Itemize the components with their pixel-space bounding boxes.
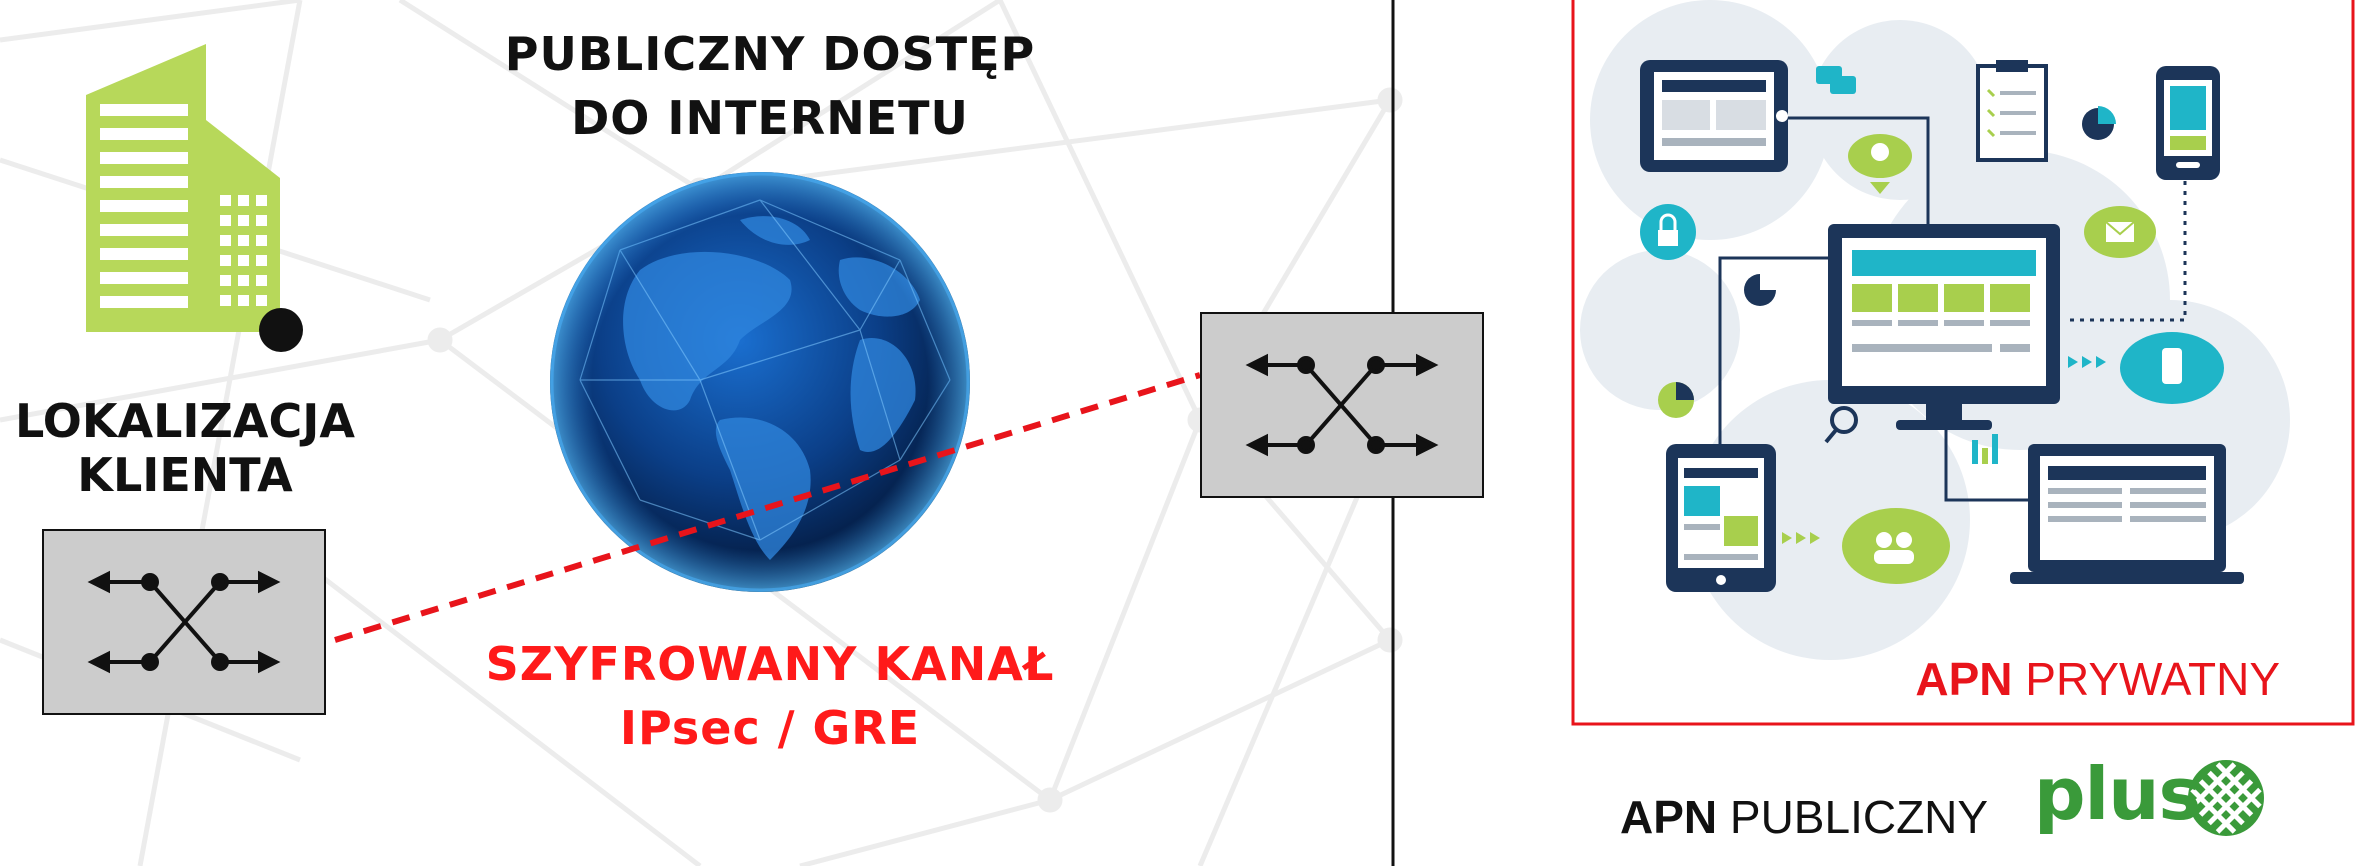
- bar-chart-icon: [1972, 434, 1998, 464]
- client-location-line1: LOKALIZACJA: [15, 394, 355, 448]
- smartphone-icon: [2156, 66, 2220, 180]
- client-location-line2: KLIENTA: [77, 448, 293, 502]
- private-apn-suffix: PRYWATNY: [2025, 653, 2280, 705]
- magnifier-icon: [1824, 406, 1858, 444]
- private-apn-label: APN PRYWATNY: [1860, 652, 2280, 706]
- clipboard-icon: [1976, 60, 2048, 162]
- encrypted-channel-line2: IPsec / GRE: [619, 701, 921, 755]
- tablet-icon: [1640, 60, 1788, 172]
- people-cloud-icon: [1842, 508, 1950, 584]
- encrypted-channel-line1: SZYFROWANY KANAŁ: [485, 637, 1055, 691]
- client-location-label: LOKALIZACJA KLIENTA: [0, 394, 370, 502]
- email-cloud-icon: [2084, 206, 2156, 258]
- plus-logo-text: plus: [2034, 752, 2201, 836]
- chat-icon: [1816, 66, 1856, 94]
- private-apn-box: [1571, 0, 2355, 726]
- encrypted-tunnel-line: [334, 372, 1201, 643]
- operator-router-icon: [1200, 312, 1484, 498]
- lock-icon: [1640, 204, 1696, 260]
- private-apn-prefix: APN: [1915, 653, 2013, 705]
- cloud-settings-icon: [1848, 134, 1912, 194]
- public-internet-title-line1: PUBLICZNY DOSTĘP: [504, 27, 1036, 81]
- encrypted-channel-label: SZYFROWANY KANAŁ IPsec / GRE: [430, 632, 1110, 760]
- plus-logo-icon: [2188, 760, 2264, 836]
- mobile-cloud-icon: [2068, 332, 2224, 404]
- public-apn-suffix: PUBLICZNY: [1729, 791, 1989, 843]
- public-internet-title-line2: DO INTERNETU: [571, 91, 969, 145]
- public-apn-label: APN PUBLICZNY: [1620, 790, 2000, 844]
- tablet-portrait-icon: [1666, 444, 1820, 592]
- pie-chart-icon: [1658, 106, 2116, 418]
- private-network-illustration: [1580, 0, 2290, 660]
- monitor-icon: [1828, 224, 2060, 430]
- public-internet-title: PUBLICZNY DOSTĘP DO INTERNETU: [430, 22, 1110, 150]
- location-dot-icon: [259, 308, 303, 352]
- laptop-icon: [2010, 444, 2244, 584]
- globe-icon: [550, 172, 970, 592]
- office-building-icon: [86, 44, 303, 352]
- client-router-icon: [42, 529, 326, 715]
- public-apn-prefix: APN: [1620, 791, 1718, 843]
